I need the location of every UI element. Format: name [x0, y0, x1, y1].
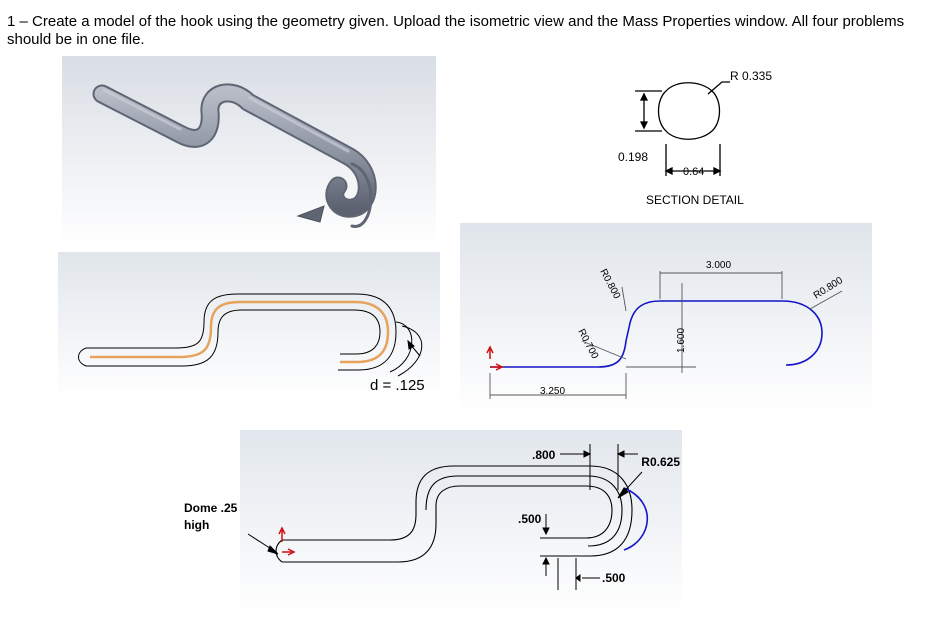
- dim-500-horizontal: .500: [602, 571, 626, 585]
- dim-3000: 3.000: [706, 260, 731, 271]
- dim-1600: 1.600: [676, 328, 687, 353]
- hook-wire-view: d = .125: [58, 252, 440, 400]
- hook-model: [92, 83, 377, 228]
- dome-note-line1: Dome .25: [184, 501, 238, 515]
- dome-note-line2: high: [184, 518, 210, 532]
- height-label: 0.198: [618, 150, 648, 164]
- centerline-highlight: [90, 300, 390, 364]
- section-profile: [657, 82, 721, 140]
- dome-note: Dome .25 high: [184, 500, 237, 534]
- dim-r625: R0.625: [641, 455, 680, 469]
- path-sketch: 3.000 R0.800 R0.700 1.600 R0.800 3.250: [460, 223, 872, 413]
- dim-500-vertical: .500: [518, 512, 542, 526]
- section-detail: R 0.335 0.198 0.64 SECTION DETAIL: [618, 69, 772, 207]
- section-title: SECTION DETAIL: [646, 193, 744, 207]
- radius-label: R 0.335: [730, 69, 772, 83]
- diameter-label: d = .125: [370, 377, 425, 394]
- dome-view: .800 R0.625 .500 .500: [240, 430, 682, 615]
- dim-3250: 3.250: [540, 386, 565, 397]
- width-label: 0.64: [683, 166, 704, 178]
- sketch-path: [490, 300, 823, 368]
- problem-statement: 1 – Create a model of the hook using the…: [7, 13, 905, 48]
- isometric-view: [62, 56, 436, 246]
- dim-800: .800: [532, 448, 556, 462]
